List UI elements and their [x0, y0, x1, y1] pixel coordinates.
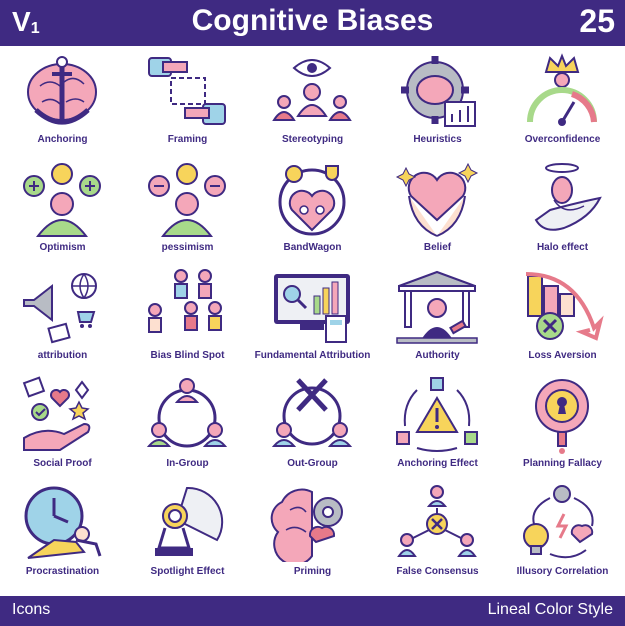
anchor-brain-icon [27, 56, 97, 125]
gear-brain-icon [401, 56, 476, 127]
halo-person-icon [534, 163, 602, 231]
icon-tile-belief: Belief [375, 154, 500, 262]
icon-label: Belief [423, 242, 452, 253]
icon-tile-fundamental-attribution: Fundamental Attribution [250, 262, 375, 370]
spotlight-icon [155, 486, 224, 556]
icon-label: Overconfidence [524, 134, 601, 145]
icon-tile-false-consensus: False Consensus [375, 478, 500, 586]
version-badge: V1 [12, 6, 40, 37]
eye-people-icon [272, 59, 352, 121]
icon-label: In-Group [166, 458, 209, 469]
keyhole-pin-icon [535, 379, 589, 454]
icon-tile-stereotyping: Stereotyping [250, 46, 375, 154]
icon-tile-out-group: Out-Group [250, 370, 375, 478]
icon-tile-in-group: In-Group [125, 370, 250, 478]
icon-label: Framing [167, 134, 208, 145]
header-bar: V1 Cognitive Biases 25 [0, 0, 625, 46]
icon-label: Spotlight Effect [150, 566, 225, 577]
icon-tile-optimism: Optimism [0, 154, 125, 262]
icon-tile-overconfidence: Overconfidence [500, 46, 625, 154]
icon-label: BandWagon [283, 242, 342, 253]
brain-gear-icon [270, 488, 343, 562]
clock-relax-icon [24, 486, 102, 559]
icon-tile-loss-aversion: Loss Aversion [500, 262, 625, 370]
icon-label: Fundamental Attribution [254, 350, 371, 361]
icon-label: False Consensus [396, 566, 479, 577]
icon-tile-illusory-correlation: Illusory Correlation [500, 478, 625, 586]
monitor-chart-icon [274, 274, 350, 343]
icon-tile-framing: Framing [125, 46, 250, 154]
person-plus-icon [23, 163, 101, 237]
circle-people-icon [146, 378, 228, 448]
person-minus-icon [148, 163, 226, 237]
icon-tile-priming: Priming [250, 478, 375, 586]
icon-label: Anchoring Effect [397, 458, 478, 469]
icon-tile-bias-blind-spot: Bias Blind Spot [125, 262, 250, 370]
icon-label: Loss Aversion [528, 350, 597, 361]
page-title: Cognitive Biases [191, 4, 434, 37]
icon-label: Planning Fallacy [523, 458, 602, 469]
icon-label: Halo effect [536, 242, 589, 253]
icon-tile-anchoring-effect: Anchoring Effect [375, 370, 500, 478]
footer-bar: Icons Lineal Color Style [0, 596, 625, 626]
icon-label: Authority [415, 350, 460, 361]
icon-label: Optimism [39, 242, 86, 253]
icon-label: pessimism [161, 242, 214, 253]
icon-tile-pessimism: pessimism [125, 154, 250, 262]
chart-down-icon [525, 272, 604, 341]
megaphone-icon [23, 273, 97, 344]
icon-tile-heuristics: Heuristics [375, 46, 500, 154]
network-x-icon [397, 485, 477, 557]
icon-tile-halo: Halo effect [500, 154, 625, 262]
icon-label: Illusory Correlation [516, 566, 609, 577]
footer-right-text: Lineal Color Style [487, 601, 613, 618]
icon-tile-planning-fallacy: Planning Fallacy [500, 370, 625, 478]
footer-left-text: Icons [12, 601, 51, 618]
icon-count: 25 [579, 3, 615, 39]
icon-grid: Anchoring Framing Stereotyping [0, 46, 625, 596]
hand-hearts-icon [22, 376, 91, 451]
icon-tile-authority: Authority [375, 262, 500, 370]
heart-circle-icon [278, 165, 346, 236]
icon-label: Anchoring [37, 134, 88, 145]
icon-label: Stereotyping [281, 134, 344, 145]
icon-tile-bandwagon: BandWagon [250, 154, 375, 262]
icon-label: Priming [293, 566, 332, 577]
icon-tile-anchoring: Anchoring [0, 46, 125, 154]
icon-tile-attribution: attribution [0, 262, 125, 370]
icon-label: attribution [37, 350, 88, 361]
icon-label: Procrastination [25, 566, 100, 577]
hands-heart-icon [395, 162, 479, 237]
frame-hands-icon [148, 57, 226, 125]
icon-label: Out-Group [287, 458, 338, 469]
crown-gauge-icon [527, 53, 597, 126]
people-group-icon [148, 269, 222, 333]
bulb-cycle-icon [523, 485, 594, 559]
icon-label: Bias Blind Spot [150, 350, 225, 361]
cross-people-icon [271, 378, 353, 447]
icon-tile-spotlight-effect: Spotlight Effect [125, 478, 250, 586]
icon-label: Heuristics [413, 134, 462, 145]
court-judge-icon [396, 270, 478, 344]
warning-cycle-icon [396, 377, 478, 452]
icon-label: Social Proof [33, 458, 92, 469]
icon-tile-procrastination: Procrastination [0, 478, 125, 586]
icon-tile-social-proof: Social Proof [0, 370, 125, 478]
